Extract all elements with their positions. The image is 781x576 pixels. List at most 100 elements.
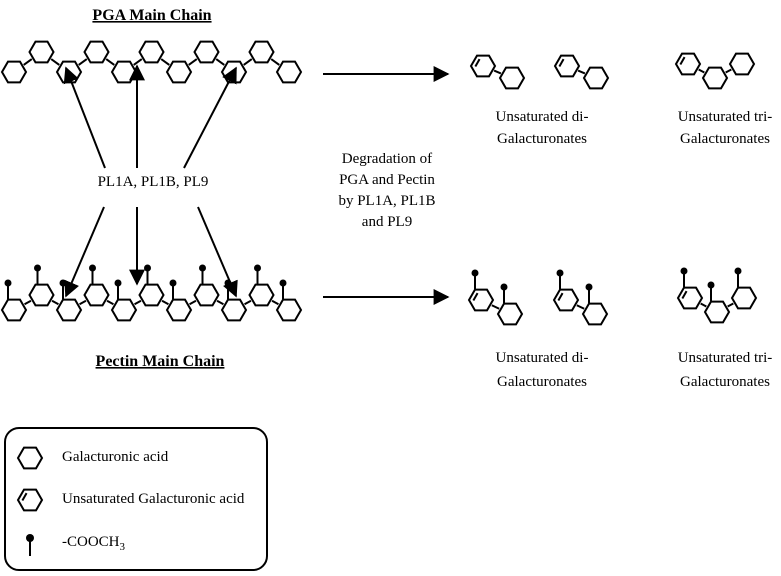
galacturonic-acid-ring [165, 298, 193, 322]
glycosidic-bond [105, 58, 115, 66]
glycosidic-bond [577, 69, 586, 75]
pectin-chain-title: Pectin Main Chain [96, 353, 225, 370]
double-bond-line [474, 58, 481, 67]
unsaturated-ring [674, 52, 702, 76]
hexagon-ring-icon [16, 446, 44, 470]
glycosidic-bond [161, 299, 169, 306]
glycosidic-bond [78, 58, 88, 66]
legend-galacturonic-label: Galacturonic acid [62, 449, 169, 465]
galacturonic-acid-ring [581, 302, 609, 326]
glycosidic-bond [216, 299, 224, 306]
methyl-ester-dot [707, 281, 715, 289]
pga-main-chain [0, 40, 303, 84]
pectin-tri-label-1: Unsaturated tri- [678, 350, 773, 366]
methyl-ester-dot [89, 264, 96, 272]
glycosidic-bond [133, 58, 143, 66]
methyl-ester-dot [734, 267, 742, 275]
methyl-ester-dot [585, 283, 593, 291]
degradation-description: Degradation of PGA and Pectin by PL1A, P… [338, 151, 435, 230]
methyl-ester-dot [4, 279, 12, 287]
galacturonic-acid-ring [55, 298, 83, 322]
glycosidic-bond [700, 302, 707, 308]
legend-cooch3-sub: 3 [120, 541, 126, 553]
glycosidic-bond [215, 58, 225, 66]
methyl-ester-dot [34, 264, 41, 272]
methyl-ester-dot [114, 279, 122, 287]
methyl-ester-dot [279, 279, 287, 287]
galacturonic-acid-ring [248, 283, 275, 307]
product-molecule [552, 269, 609, 326]
galacturonic-acid-ring [193, 40, 220, 64]
glycosidic-bond [243, 58, 253, 66]
galacturonic-acid-ring [0, 298, 28, 322]
pectin-di-label-2: Galacturonates [497, 374, 587, 390]
double-bond-line [558, 58, 565, 67]
pga-chain-title: PGA Main Chain [92, 7, 211, 24]
process-line-4: and PL9 [362, 214, 412, 230]
galacturonic-acid-ring [28, 283, 55, 307]
glycosidic-bond [106, 299, 114, 306]
glycosidic-bond [79, 299, 87, 306]
galacturonic-acid-ring [28, 40, 55, 64]
methyl-ester-dot [199, 264, 206, 272]
methyl-ester-dot [169, 279, 177, 287]
galacturonic-acid-ring [83, 283, 110, 307]
glycosidic-bond [491, 304, 500, 310]
unsaturated-ring [552, 288, 580, 312]
pectin-main-chain [0, 264, 303, 322]
galacturonic-acid-ring [138, 283, 165, 307]
galacturonic-acid-ring [193, 283, 220, 307]
pectin-di-label-1: Unsaturated di- [496, 350, 589, 366]
glycosidic-bond [188, 58, 198, 66]
legend-cooch3-label: -COOCH3 [62, 534, 126, 553]
process-line-2: PGA and Pectin [339, 172, 435, 188]
enzymes-label: PL1A, PL1B, PL9 [98, 174, 209, 190]
unsaturated-ring [467, 288, 495, 312]
glycosidic-bond [493, 69, 502, 75]
methyl-ester-dot [59, 279, 67, 287]
legend: Galacturonic acid Unsaturated Galacturon… [4, 427, 268, 571]
double-bond-line [21, 492, 28, 501]
enzyme-arrow [197, 206, 238, 298]
galacturonic-acid-ring [703, 300, 731, 324]
glycosidic-bond [725, 68, 732, 74]
glycosidic-bond [24, 299, 32, 306]
galacturonic-acid-ring [110, 298, 138, 322]
glycosidic-bond [698, 68, 705, 74]
galacturonic-acid-ring [730, 286, 758, 310]
galacturonic-acid-ring [275, 298, 303, 322]
galacturonic-acid-ring [138, 40, 165, 64]
galacturonic-acid-ring [220, 60, 248, 84]
pga-di-label-1: Unsaturated di- [496, 109, 589, 125]
enzyme-arrow [64, 206, 105, 298]
methyl-ester-dot [680, 267, 688, 275]
lollipop-cooch3-dot [26, 534, 34, 542]
methyl-ester-dot [144, 264, 151, 272]
unsaturated-ring [469, 54, 497, 78]
galacturonic-acid-ring [496, 302, 524, 326]
methyl-ester-dot [556, 269, 564, 277]
galacturonic-acid-ring [0, 60, 28, 84]
double-bond-line [557, 292, 564, 301]
methyl-ester-dot [254, 264, 261, 272]
product-molecule [674, 52, 756, 90]
double-bond-line [681, 290, 688, 299]
galacturonic-acid-ring [701, 66, 729, 90]
pectin-tri-label-2: Galacturonates [680, 374, 770, 390]
product-molecule [469, 54, 526, 90]
glycosidic-bond [271, 299, 279, 306]
galacturonic-acid-ring [110, 60, 138, 84]
glycosidic-bond [50, 58, 60, 66]
double-bond-hexagon-icon [16, 488, 44, 512]
galacturonic-acid-ring [83, 40, 110, 64]
pga-tri-label-2: Galacturonates [680, 131, 770, 147]
double-bond-line [679, 56, 686, 65]
process-line-1: Degradation of [342, 151, 432, 167]
glycosidic-bond [134, 299, 142, 306]
glycosidic-bond [270, 58, 280, 66]
unsaturated-ring [553, 54, 581, 78]
glycosidic-bond [189, 299, 197, 306]
enzyme-arrow [183, 66, 237, 169]
glycosidic-bond [576, 304, 585, 310]
